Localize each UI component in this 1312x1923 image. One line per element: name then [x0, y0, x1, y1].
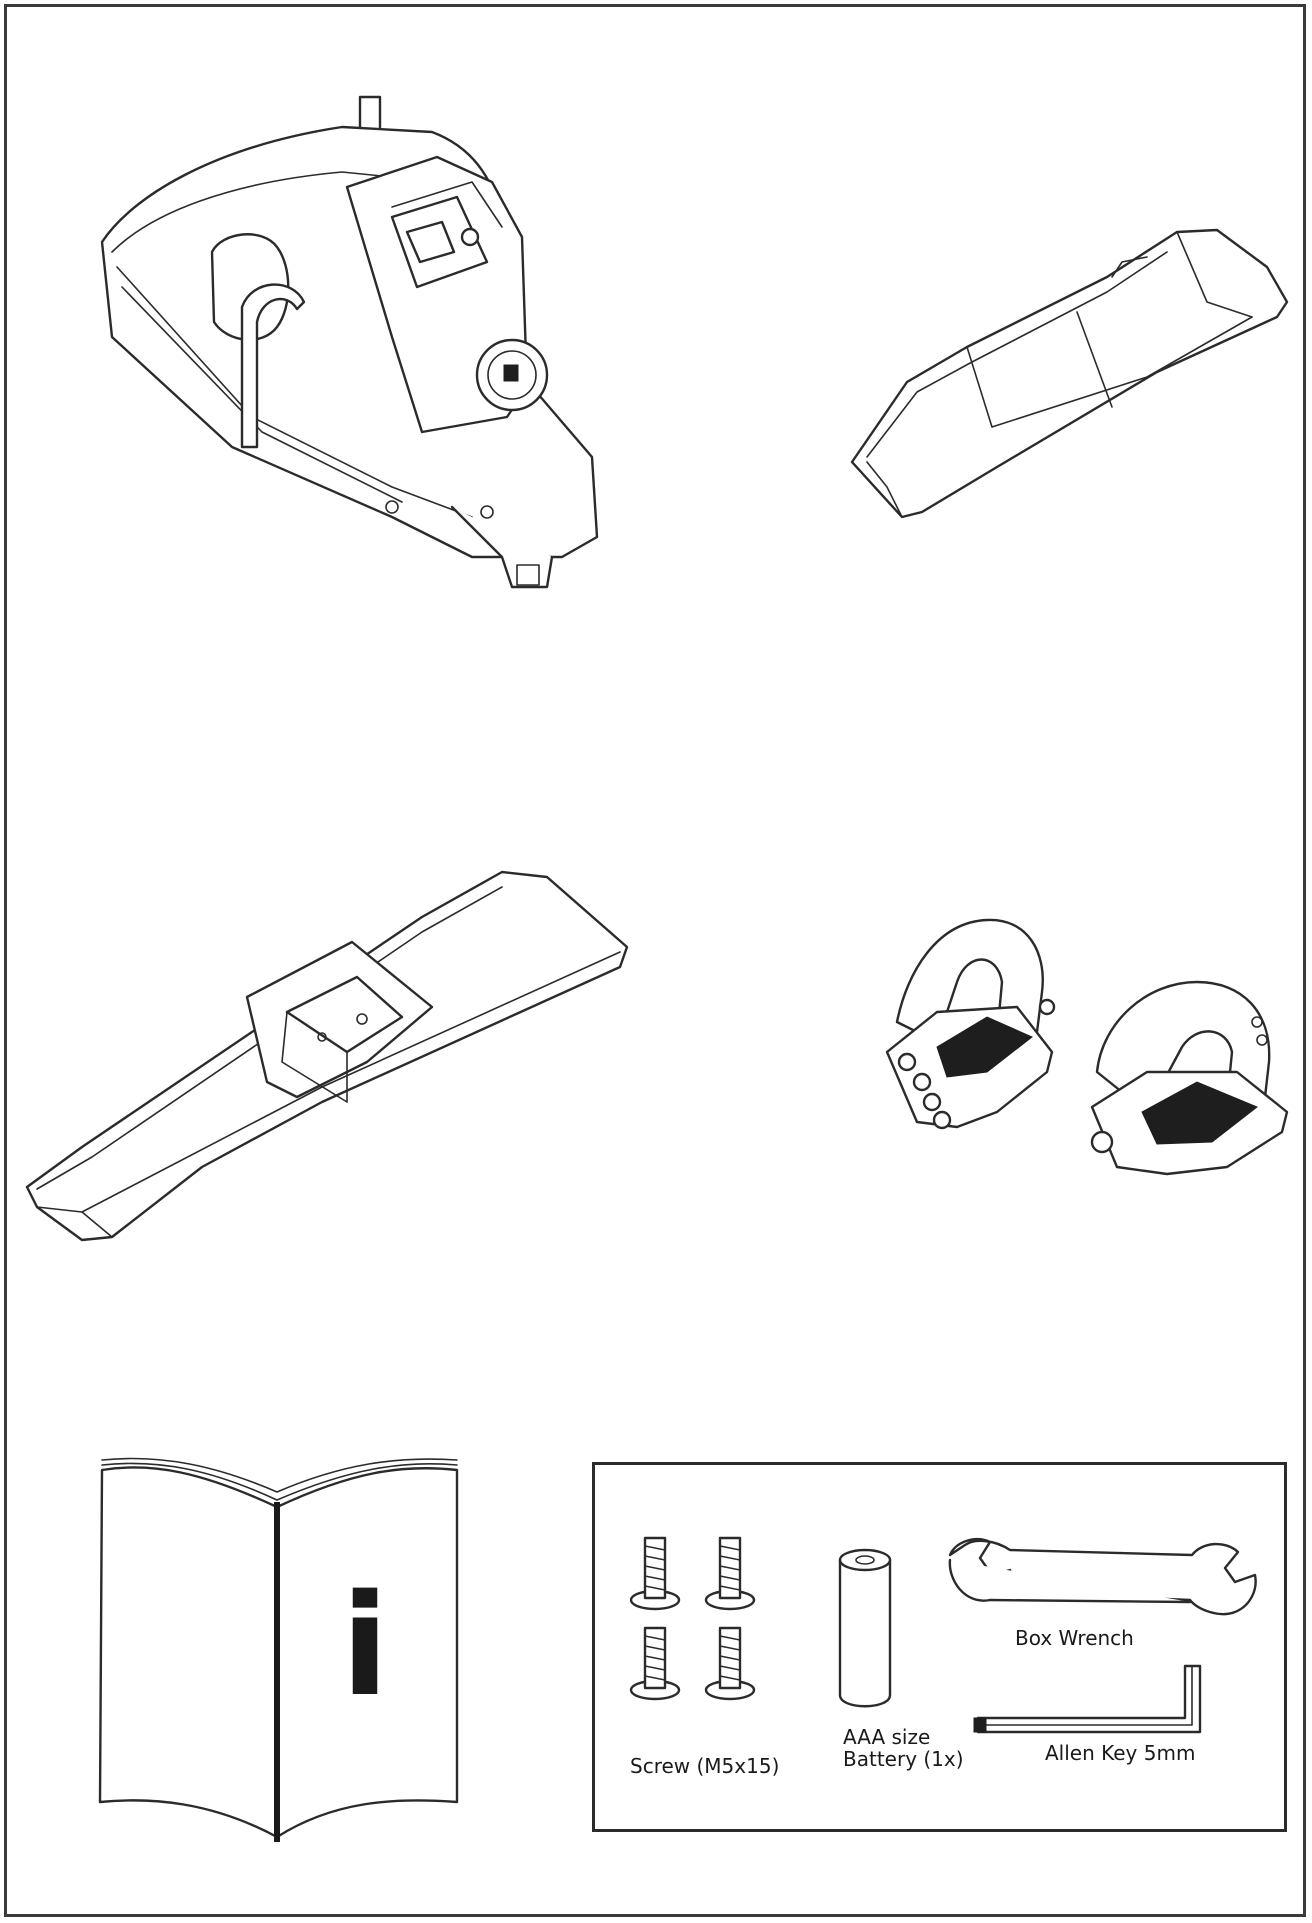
allen-key-icon	[970, 1660, 1210, 1740]
info-icon: i	[341, 1565, 389, 1728]
stabilizer-base-illustration	[22, 867, 632, 1247]
screws-icon	[625, 1520, 765, 1720]
hardware-kit-box: Screw (M5x15) AAA size Battery (1x) Box …	[592, 1462, 1287, 1832]
battery-icon	[830, 1540, 900, 1720]
pedals-illustration	[877, 912, 1302, 1177]
main-unit-illustration	[92, 87, 612, 597]
box-wrench-icon	[940, 1530, 1260, 1625]
box-wrench-label: Box Wrench	[1015, 1626, 1134, 1650]
front-cover-illustration	[847, 222, 1297, 522]
allen-key-label: Allen Key 5mm	[1045, 1741, 1196, 1765]
parts-sheet: i	[4, 4, 1306, 1917]
manual-illustration: i	[92, 1452, 467, 1847]
battery-label: AAA size Battery (1x)	[843, 1725, 964, 1771]
screw-label: Screw (M5x15)	[630, 1754, 780, 1778]
